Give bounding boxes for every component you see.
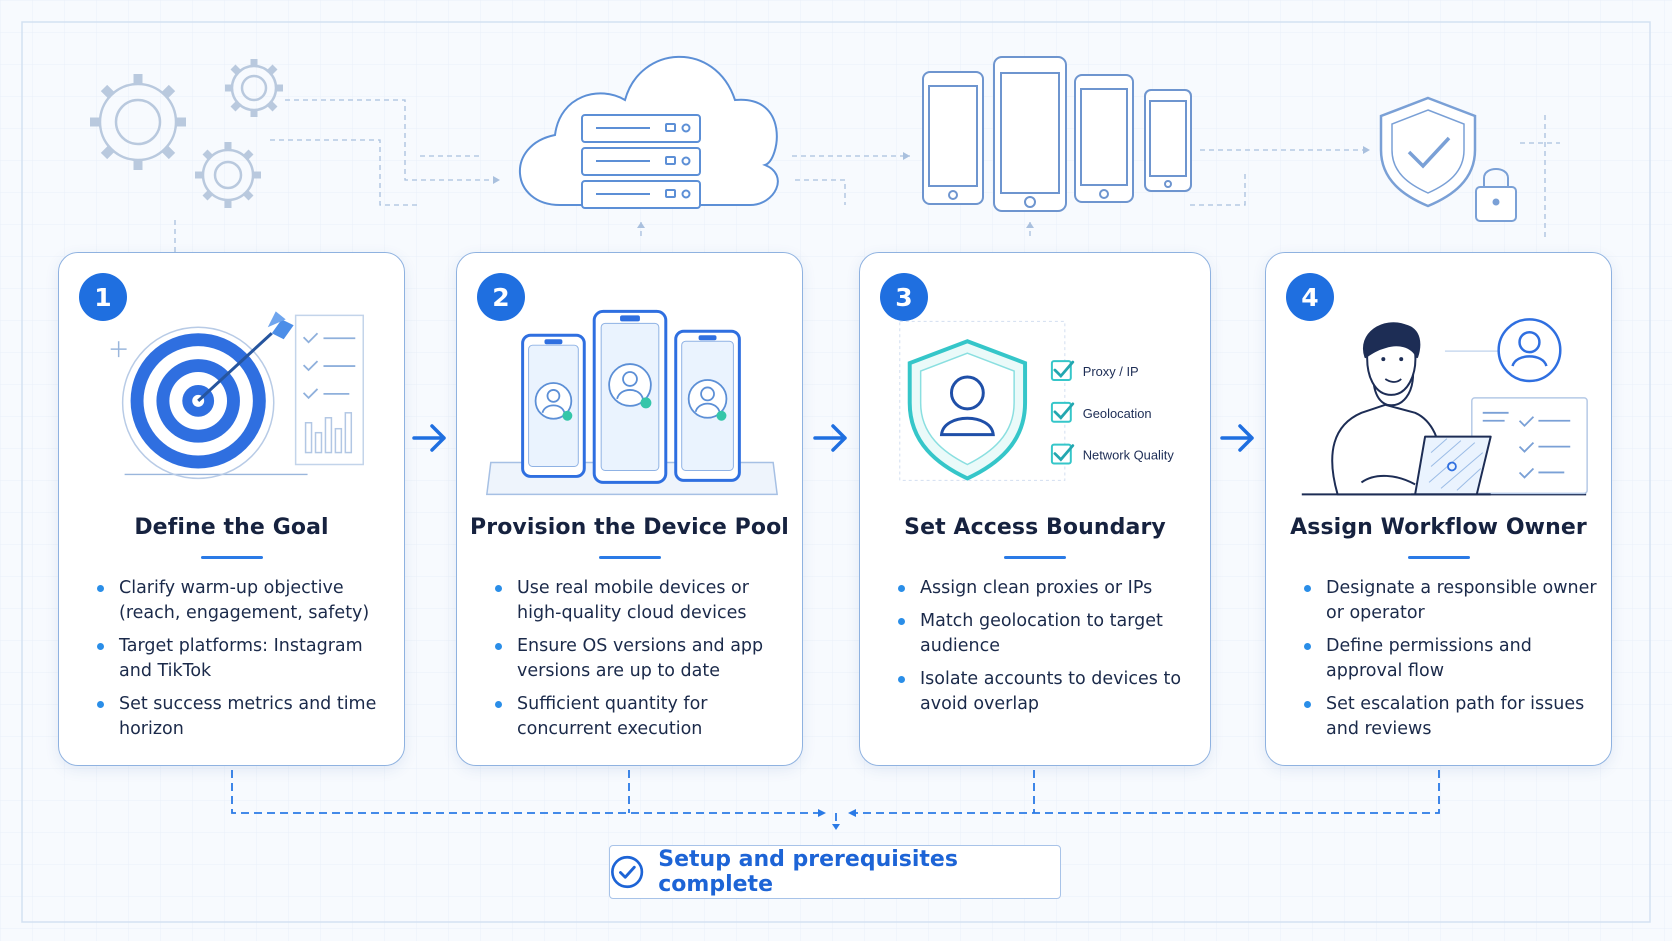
completion-label: Setup and prerequisites complete xyxy=(658,847,958,897)
step-title: Assign Workflow Owner xyxy=(1290,515,1587,540)
bullet-item: Match geolocation to target audience xyxy=(896,609,1196,659)
step-title: Define the Goal xyxy=(134,515,329,540)
bullet-item: Ensure OS versions and app versions are … xyxy=(493,634,788,684)
title-underline xyxy=(1407,556,1470,559)
step-number-badge: 4 xyxy=(1286,273,1334,321)
step-card-3: 3 Proxy / IP Geolocation Network Quality… xyxy=(859,252,1211,766)
step-card-4: 4 Assign Workflow O xyxy=(1265,252,1612,766)
step-bullets: Clarify warm-up objective (reach, engage… xyxy=(95,576,390,750)
bullet-item: Sufficient quantity for concurrent execu… xyxy=(493,692,788,742)
step-title: Set Access Boundary xyxy=(904,515,1166,540)
completion-banner: Setup and prerequisites complete xyxy=(609,845,1061,899)
step-number-badge: 3 xyxy=(880,273,928,321)
arrow-right-icon xyxy=(1220,424,1254,452)
target-icon xyxy=(110,311,364,480)
bullet-item: Assign clean proxies or IPs xyxy=(896,576,1196,601)
step-bullets: Assign clean proxies or IPs Match geoloc… xyxy=(896,576,1196,725)
bullet-item: Set success metrics and time horizon xyxy=(95,692,390,742)
step-number-badge: 2 xyxy=(477,273,525,321)
bullet-item: Use real mobile devices or high-quality … xyxy=(493,576,788,626)
title-underline xyxy=(1004,556,1066,559)
title-underline xyxy=(598,556,661,559)
step-bullets: Use real mobile devices or high-quality … xyxy=(493,576,788,750)
bullet-item: Clarify warm-up objective (reach, engage… xyxy=(95,576,390,626)
gears-icon xyxy=(90,59,283,208)
bullet-item: Define permissions and approval flow xyxy=(1302,634,1597,684)
bullet-item: Designate a responsible owner or operato… xyxy=(1302,576,1597,626)
checklist-proxy: Proxy / IP xyxy=(1083,364,1139,379)
shield-user-icon: Proxy / IP Geolocation Network Quality xyxy=(899,320,1175,481)
devices-icon xyxy=(922,56,1192,212)
bullet-item: Target platforms: Instagram and TikTok xyxy=(95,634,390,684)
arrow-right-icon xyxy=(813,424,847,452)
person-laptop-icon xyxy=(1301,318,1588,496)
checklist-network-quality: Network Quality xyxy=(1083,448,1175,463)
step-number-badge: 1 xyxy=(79,273,127,321)
step-title: Provision the Device Pool xyxy=(470,515,789,540)
check-circle-icon xyxy=(611,855,644,889)
cloud-server-icon xyxy=(518,55,779,209)
step-card-2: 2 Provisio xyxy=(456,252,803,766)
bullet-item: Isolate accounts to devices to avoid ove… xyxy=(896,667,1196,717)
phones-icon xyxy=(485,309,778,496)
shield-lock-icon xyxy=(1379,96,1517,222)
arrow-right-icon xyxy=(412,424,446,452)
step-bullets: Designate a responsible owner or operato… xyxy=(1302,576,1597,750)
checklist-geolocation: Geolocation xyxy=(1083,406,1152,421)
title-underline xyxy=(200,556,263,559)
step-card-1: 1 Define the Goal Clarify warm-up object… xyxy=(58,252,405,766)
bullet-item: Set escalation path for issues and revie… xyxy=(1302,692,1597,742)
